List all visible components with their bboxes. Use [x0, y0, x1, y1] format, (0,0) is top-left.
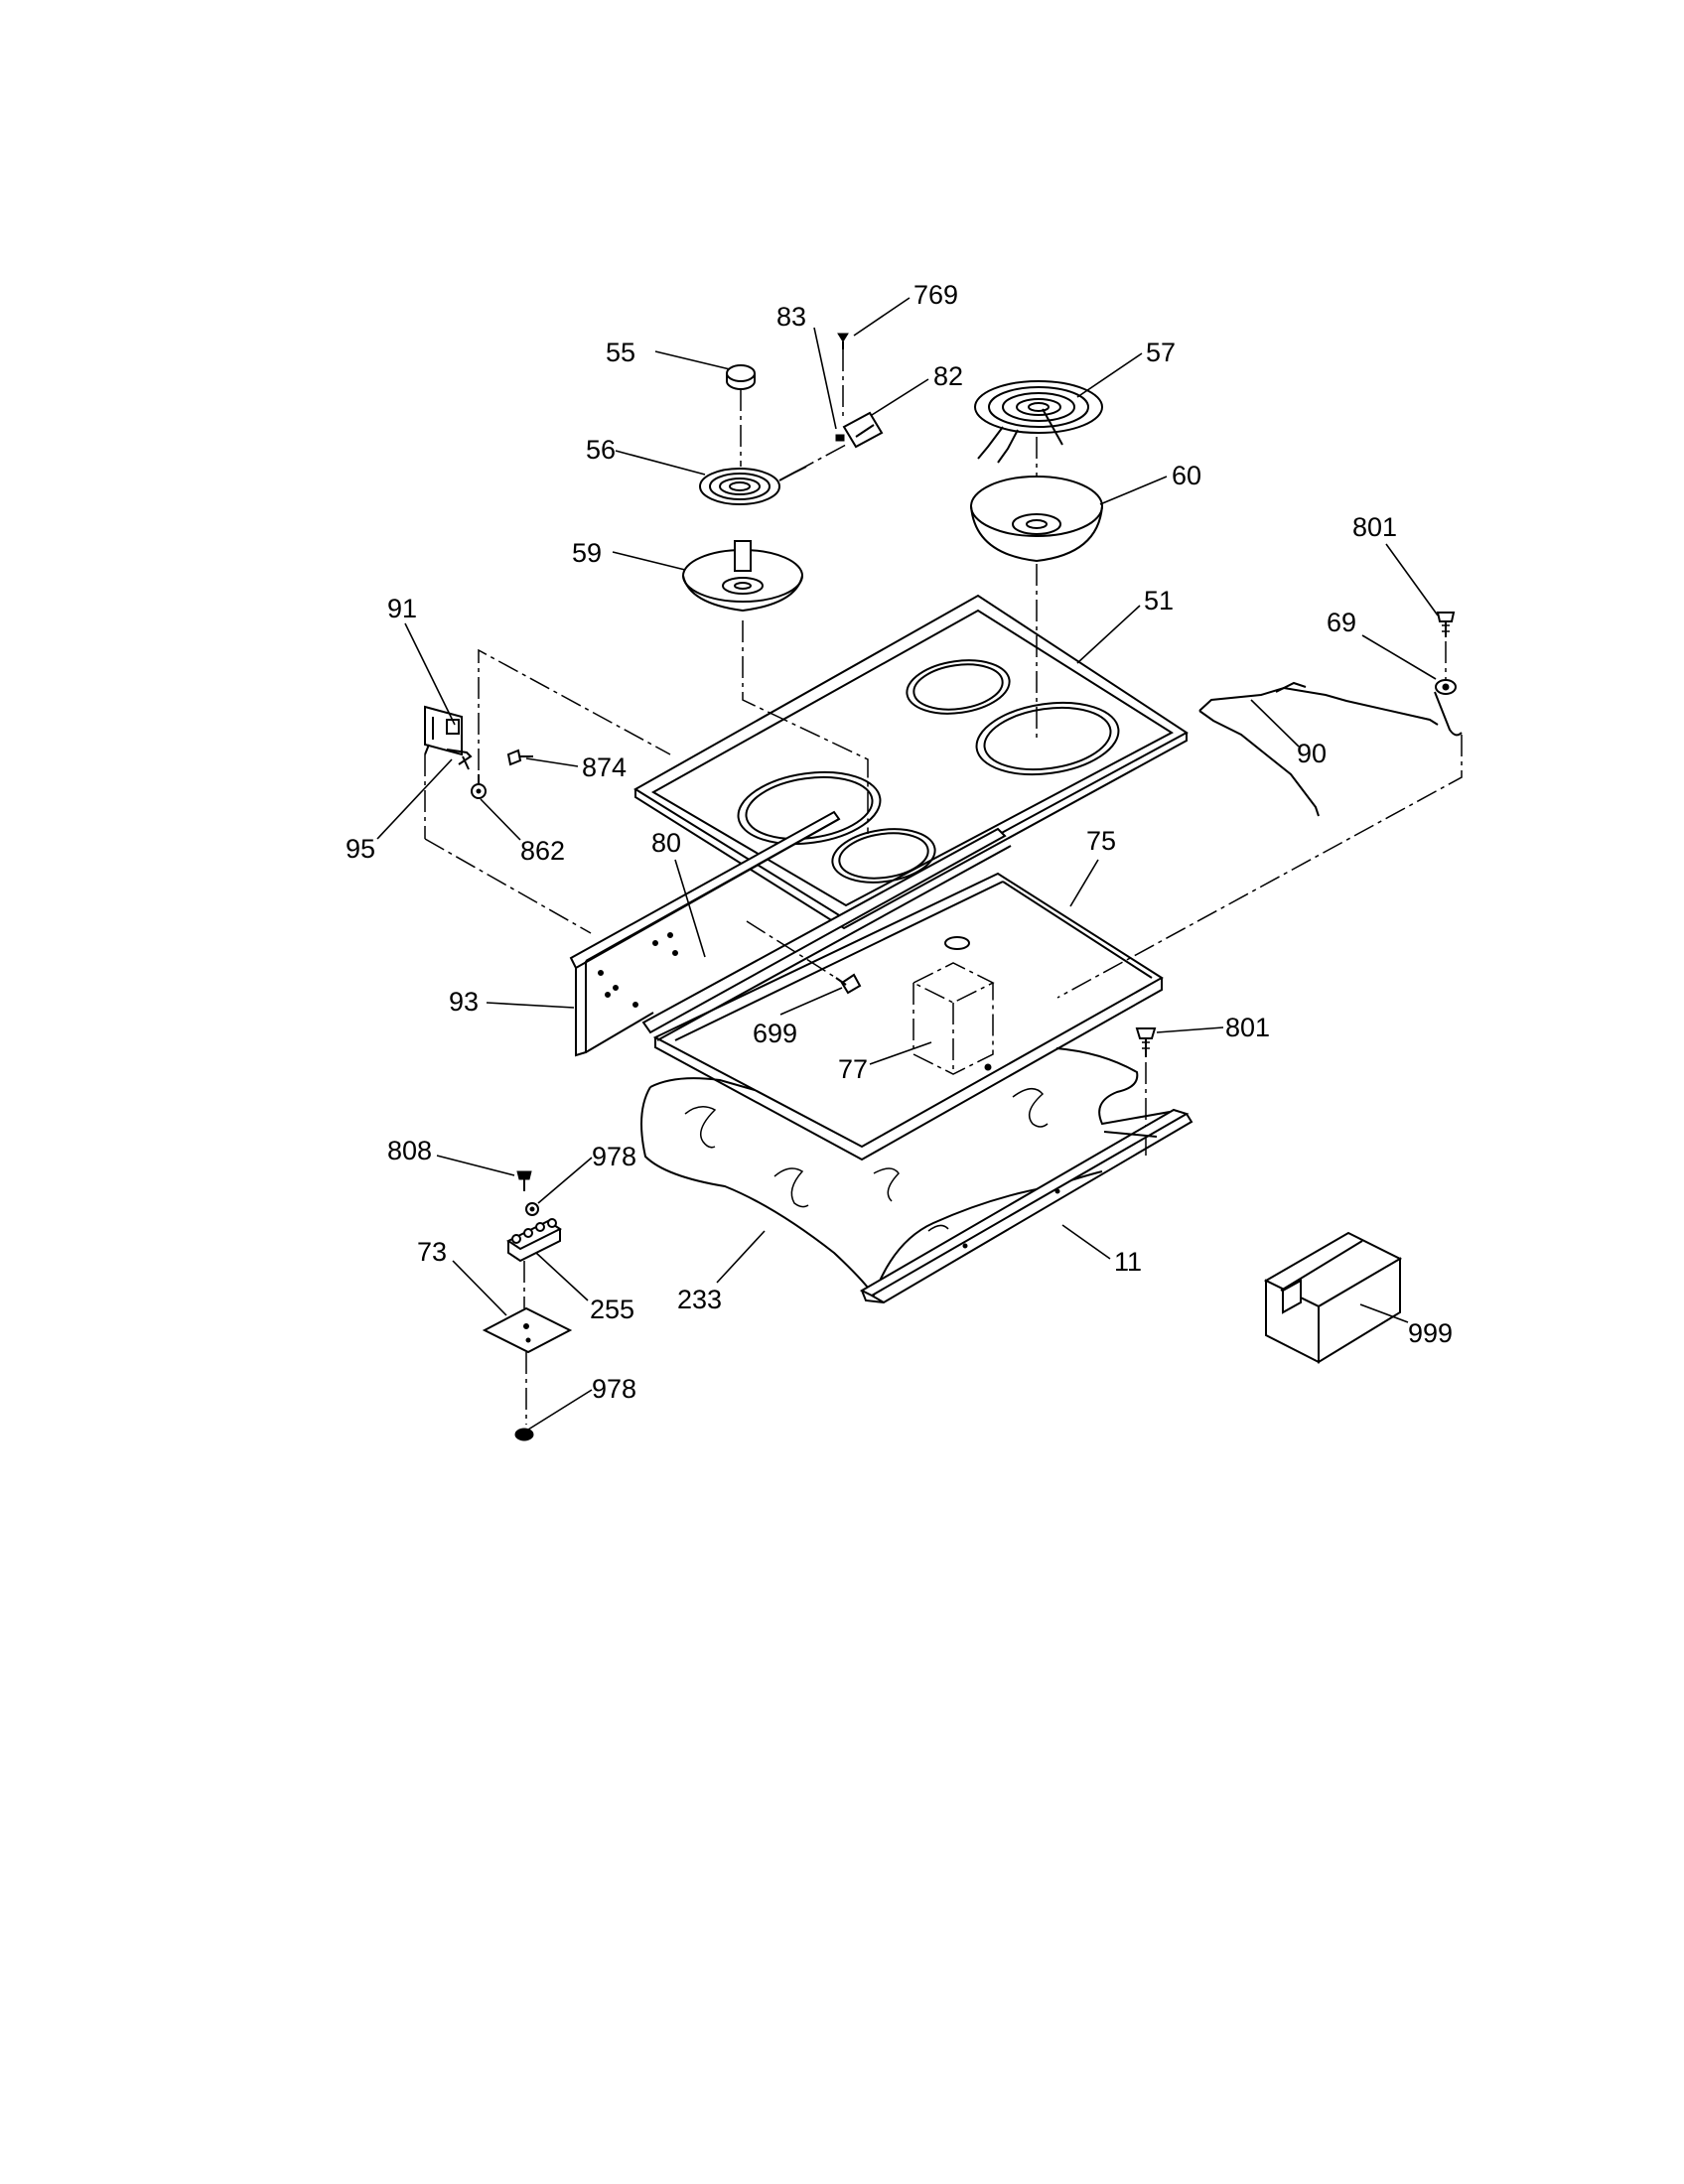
callout-77: 77 [838, 1054, 868, 1084]
hinge-clip-part [1434, 679, 1463, 737]
screw-862-part [471, 774, 487, 799]
hinge-bracket-part [424, 705, 463, 756]
leader-lines [376, 297, 1439, 1431]
callout-73: 73 [417, 1237, 447, 1267]
callout-80: 80 [651, 828, 681, 858]
callout-55: 55 [606, 338, 635, 367]
insulation-block-part [912, 936, 995, 1075]
insulation-blanket-part [640, 1047, 1171, 1297]
literature-box-part [1263, 1231, 1403, 1364]
nut-978-upper-part [525, 1202, 539, 1216]
screw-801-lower-part [1135, 1027, 1157, 1057]
callout-801-lower: 801 [1225, 1013, 1270, 1042]
callout-808: 808 [387, 1136, 432, 1165]
callout-11: 11 [1114, 1247, 1142, 1277]
callout-862: 862 [520, 836, 565, 866]
screw-801-upper-part [1436, 612, 1456, 637]
callout-769: 769 [913, 280, 958, 310]
hinge-spring-part [446, 749, 473, 770]
terminal-plate-part [482, 1306, 573, 1354]
terminal-strip-part [506, 1218, 562, 1263]
callout-82: 82 [933, 361, 963, 391]
callout-60: 60 [1172, 461, 1201, 490]
callout-999: 999 [1408, 1318, 1453, 1348]
screw-769-part [837, 333, 849, 349]
front-trim-part [859, 1108, 1193, 1304]
callout-233: 233 [677, 1285, 722, 1314]
callout-255: 255 [590, 1295, 634, 1324]
screw-699-part [835, 973, 862, 995]
rear-panel-part [569, 810, 841, 1057]
callout-978-lower: 978 [592, 1374, 636, 1404]
callout-874: 874 [582, 752, 627, 782]
hinge-rod-part [1198, 681, 1439, 817]
burner-box-tray-part [652, 872, 1164, 1161]
callout-801-upper: 801 [1352, 512, 1397, 542]
small-drip-bowl-part [682, 540, 803, 613]
terminal-block-part [835, 411, 884, 449]
callout-95: 95 [346, 834, 375, 864]
callout-59: 59 [572, 538, 602, 568]
screw-874-part [506, 749, 533, 766]
small-surface-element-part [699, 466, 807, 505]
callout-699: 699 [753, 1019, 797, 1048]
large-drip-bowl-part [970, 476, 1103, 563]
burner-cap-part [726, 364, 756, 390]
callout-56: 56 [586, 435, 616, 465]
callout-57: 57 [1146, 338, 1176, 367]
callout-75: 75 [1086, 826, 1116, 856]
callout-83: 83 [776, 302, 806, 332]
screw-808-part [516, 1170, 532, 1191]
callout-90: 90 [1297, 739, 1327, 768]
cooktop-top-part [633, 594, 1189, 930]
nut-978-lower-part [514, 1428, 534, 1441]
callout-labels: 55 83 769 82 57 56 60 59 801 51 91 69 87… [346, 280, 1453, 1404]
callout-93: 93 [449, 987, 479, 1017]
large-surface-element-part [974, 380, 1103, 464]
callout-978-upper: 978 [592, 1142, 636, 1171]
callout-91: 91 [387, 594, 417, 623]
callout-51: 51 [1144, 586, 1174, 615]
callout-69: 69 [1327, 608, 1356, 637]
